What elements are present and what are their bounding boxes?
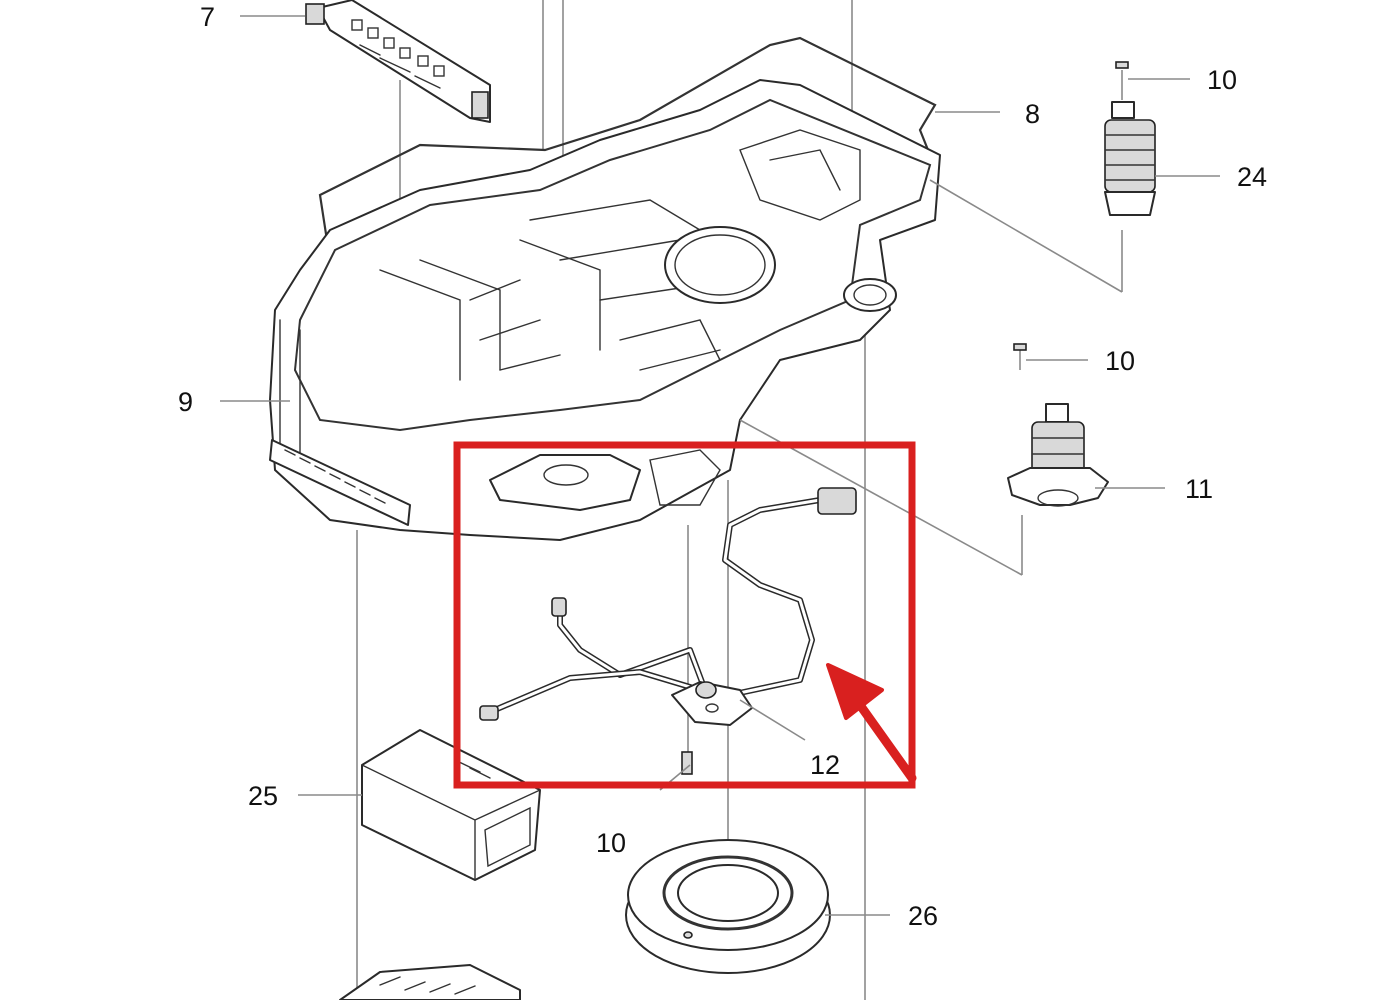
highlight-arrow-icon xyxy=(826,663,917,783)
highlight-box xyxy=(453,441,916,789)
label-part-12: 12 xyxy=(810,750,840,780)
bottom-partial-component xyxy=(339,964,521,1000)
label-part-10-bottom: 10 xyxy=(596,828,626,858)
label-part-10-middle: 10 xyxy=(1105,346,1135,376)
part-9-chassis xyxy=(269,79,941,541)
part-25-control-box xyxy=(361,729,541,881)
label-part-25: 25 xyxy=(248,781,278,811)
part-12-sensor-harness xyxy=(479,487,857,791)
part-26-bearing-ring xyxy=(625,839,831,974)
label-part-8: 8 xyxy=(1025,99,1040,129)
label-part-11: 11 xyxy=(1185,474,1213,504)
part-24-motor xyxy=(1104,61,1156,216)
label-part-7: 7 xyxy=(200,2,215,32)
part-11-motor xyxy=(1007,343,1109,507)
label-part-9: 9 xyxy=(178,387,193,417)
part-7-circuit-board xyxy=(305,0,491,123)
part-number-labels: 7 8 9 10 24 10 11 12 10 25 26 xyxy=(178,2,1267,931)
label-part-10-top: 10 xyxy=(1207,65,1237,95)
label-part-24: 24 xyxy=(1237,162,1267,192)
highlight-annotation xyxy=(453,441,917,789)
label-part-26: 26 xyxy=(908,901,938,931)
